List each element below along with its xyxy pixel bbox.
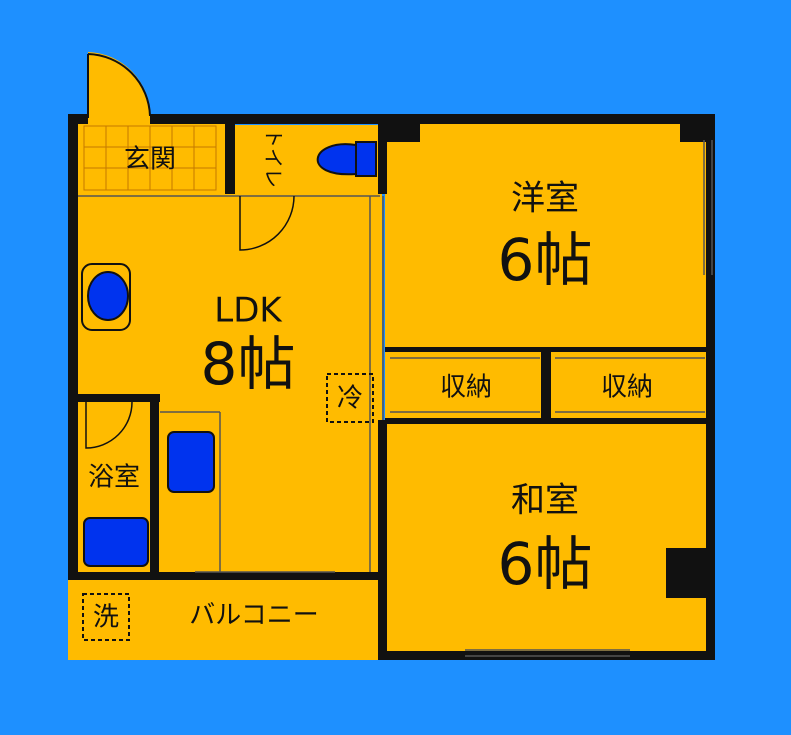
washer-box — [82, 593, 130, 641]
closet2-label: 収納 — [601, 373, 653, 403]
entrance-tile-grid — [83, 125, 217, 191]
western-floor — [385, 120, 710, 352]
kitchen-sink-icon — [87, 271, 129, 321]
stove-icon — [167, 431, 215, 493]
ldk-name-label: LDK — [214, 291, 283, 331]
ldk-floor — [72, 193, 382, 578]
western-name-label: 洋室 — [511, 179, 579, 219]
fridge-mark: 冷 — [337, 384, 363, 414]
balcony-label: バルコニー — [189, 601, 318, 631]
toilet-icon — [355, 141, 377, 177]
japanese-name-label: 和室 — [511, 481, 579, 521]
bath-label: 浴室 — [88, 463, 140, 493]
interior-doors — [85, 195, 295, 449]
ldk-size-label: 8帖 — [201, 330, 296, 398]
appliance-boxes — [82, 373, 374, 641]
floor-areas — [68, 52, 710, 660]
fixtures — [81, 141, 377, 567]
fridge-box — [326, 373, 374, 423]
toilet-bowl-icon — [316, 143, 357, 176]
walls — [68, 114, 715, 660]
bathtub-icon — [83, 517, 149, 567]
entry-door — [87, 53, 151, 118]
entrance-label: 玄関 — [124, 145, 176, 175]
washer-mark: 洗 — [93, 603, 119, 633]
japanese-size-label: 6帖 — [498, 530, 593, 598]
balcony-floor — [68, 578, 383, 660]
labels: 玄関 トイレ 洋室 6帖 LDK 8帖 収納 収納 浴室 和室 6帖 バルコニー… — [88, 128, 653, 633]
closet1-label: 収納 — [440, 373, 492, 403]
thin-lines — [78, 140, 713, 657]
toilet-label: トイレ — [262, 128, 286, 188]
japanese-floor — [385, 422, 710, 658]
western-size-label: 6帖 — [498, 226, 593, 294]
entry-door-swing — [88, 52, 151, 118]
